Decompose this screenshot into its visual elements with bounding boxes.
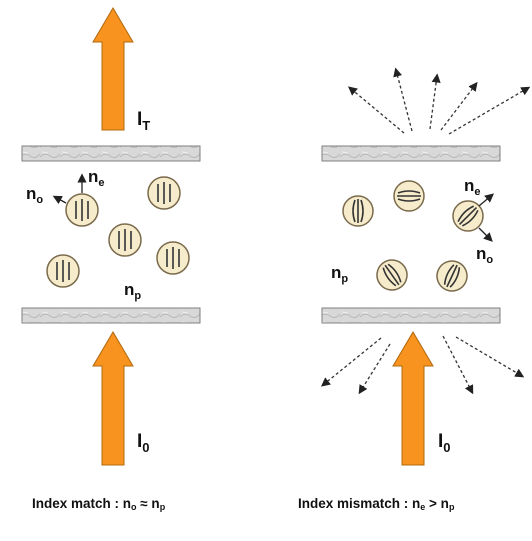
right-top-plate	[321, 145, 501, 162]
right-droplet-random	[376, 259, 408, 291]
left-droplet-aligned	[108, 223, 142, 257]
ne-axis-arrow	[478, 193, 494, 207]
right-incident-light-arrow	[392, 331, 434, 466]
right-incident-intensity-label: I0	[438, 431, 451, 455]
right-droplet-random	[342, 195, 374, 227]
right-no-label: no	[476, 244, 493, 266]
left-incident-intensity-label: I0	[137, 431, 150, 455]
right-bottom-plate	[321, 307, 501, 324]
right-caption: Index mismatch : ne > np	[298, 496, 455, 512]
left-ne-label: ne	[88, 167, 105, 189]
scattered-light-arrows-bottom	[320, 335, 525, 395]
right-droplet-random	[452, 200, 484, 232]
no-axis-arrow	[52, 195, 67, 205]
left-np-label: np	[124, 280, 141, 302]
left-droplet-aligned	[65, 193, 99, 227]
transmitted-light-arrow	[92, 7, 134, 131]
left-incident-light-arrow	[92, 331, 134, 466]
left-bottom-plate	[21, 307, 201, 324]
left-no-label: no	[26, 184, 43, 206]
transmitted-intensity-label: IT	[137, 109, 150, 133]
left-droplet-aligned	[156, 241, 190, 275]
right-droplet-random	[393, 180, 425, 212]
right-np-label: np	[331, 263, 348, 285]
scattered-light-arrows-top	[348, 67, 531, 135]
left-top-plate	[21, 145, 201, 162]
left-caption: Index match : no ≈ np	[32, 496, 166, 512]
left-droplet-aligned	[46, 254, 80, 288]
right-droplet-random	[436, 260, 468, 292]
left-droplet-aligned	[147, 176, 181, 210]
right-ne-label: ne	[464, 176, 481, 198]
no-axis-arrow	[478, 227, 493, 242]
